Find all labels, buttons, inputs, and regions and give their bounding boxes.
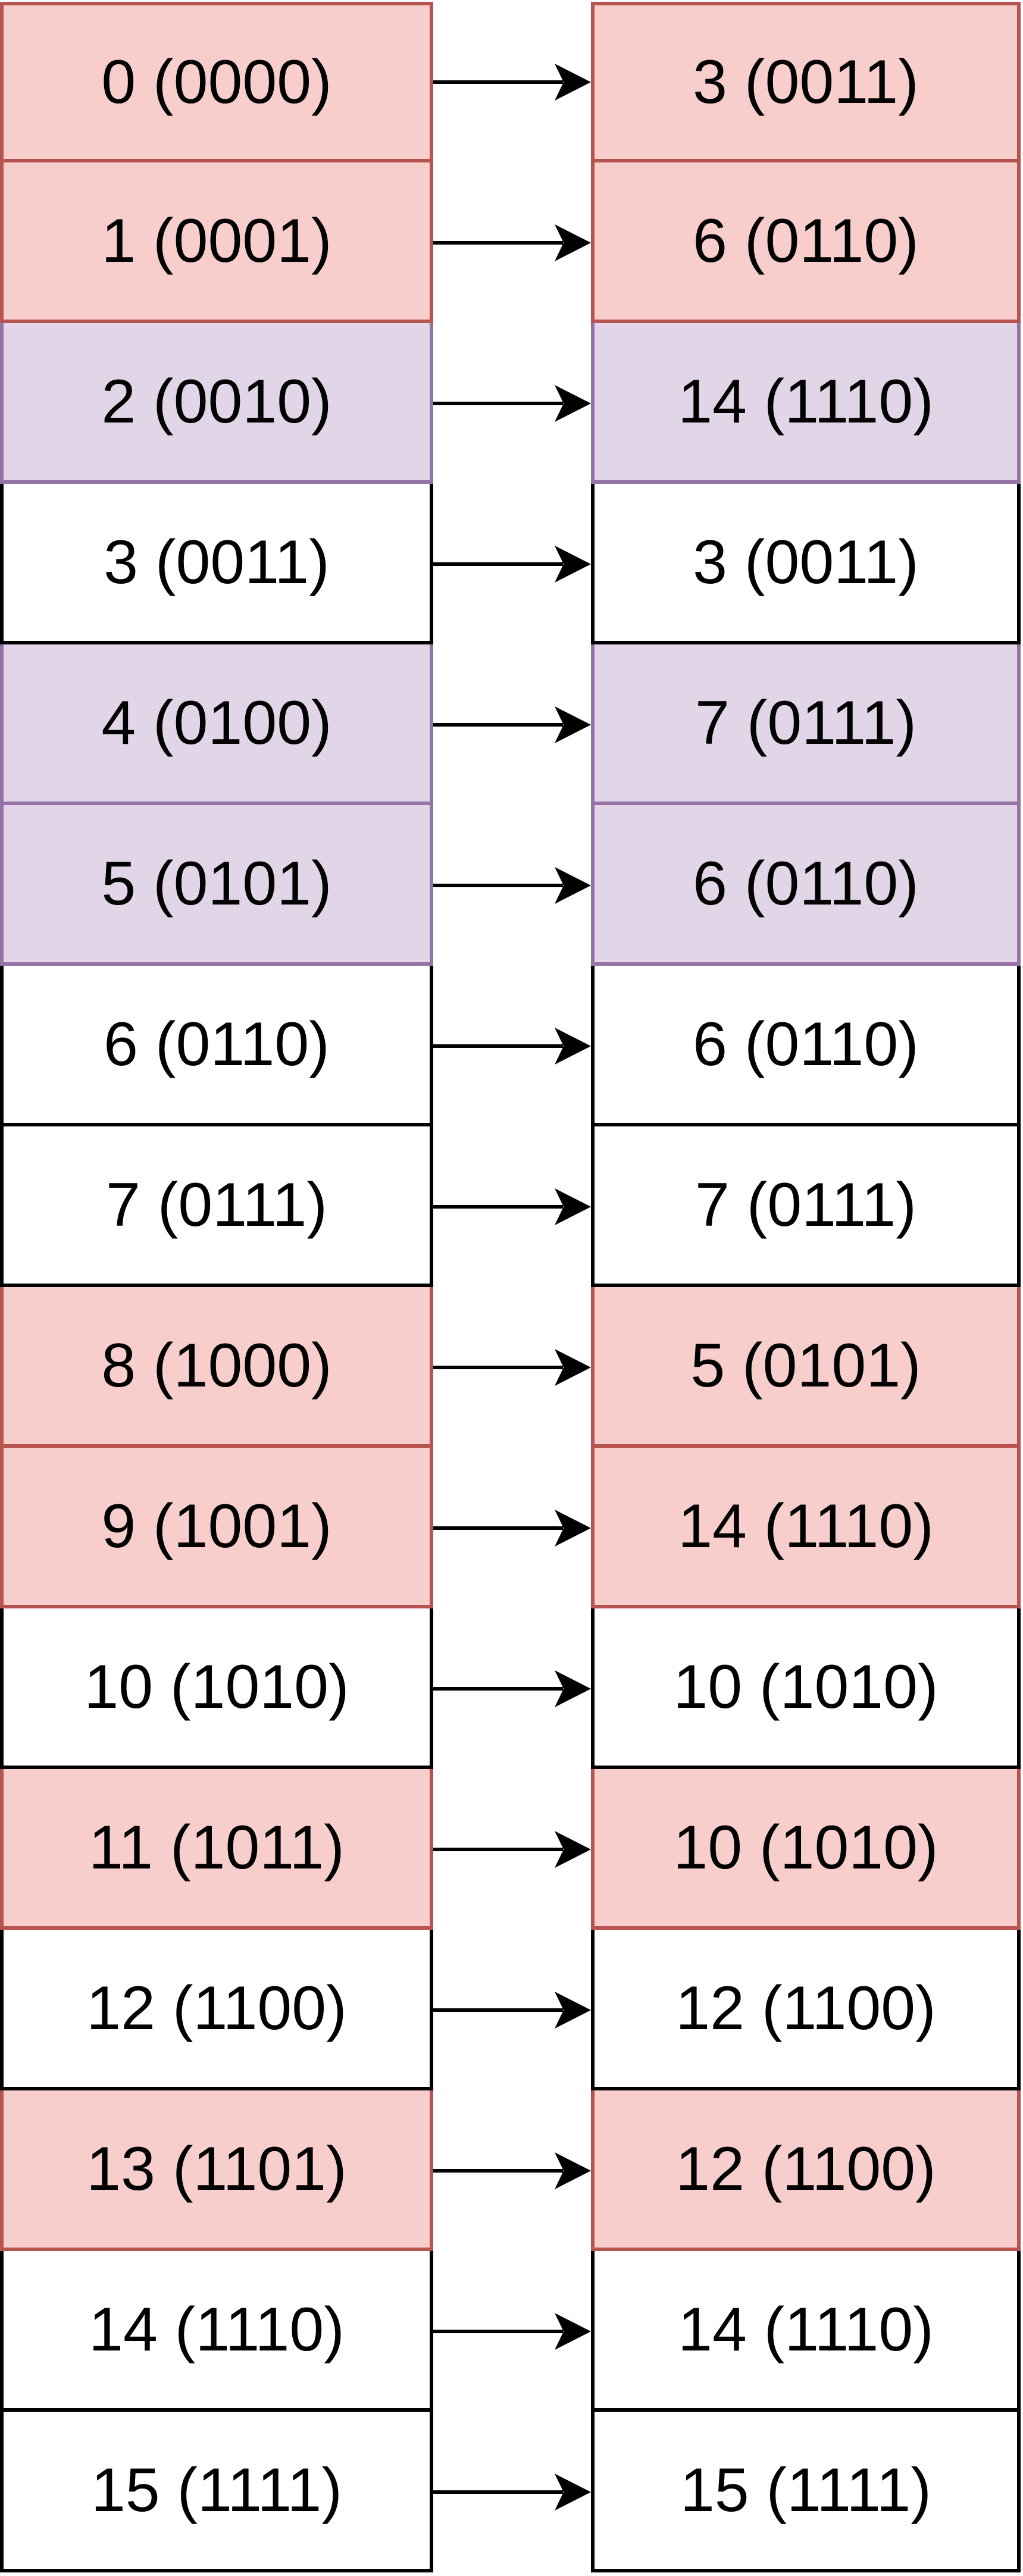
- mapping-row: 13 (1101) 12 (1100): [0, 2090, 1023, 2251]
- input-value-box: 13 (1101): [0, 2090, 433, 2251]
- input-value-box: 1 (0001): [0, 162, 433, 323]
- mapping-row: 7 (0111) 7 (0111): [0, 1126, 1023, 1287]
- output-value-box: 5 (0101): [591, 1287, 1021, 1448]
- arrow-right-icon: [433, 966, 591, 1126]
- mapping-row: 9 (1001) 14 (1110): [0, 1448, 1023, 1608]
- arrow-right-icon: [433, 2, 591, 162]
- mapping-row: 10 (1010) 10 (1010): [0, 1608, 1023, 1769]
- input-value-box: 11 (1011): [0, 1769, 433, 1930]
- mapping-row: 12 (1100) 12 (1100): [0, 1930, 1023, 2090]
- arrow-right-icon: [433, 162, 591, 323]
- output-value-box: 15 (1111): [591, 2412, 1021, 2572]
- input-value-box: 12 (1100): [0, 1930, 433, 2090]
- arrow-right-icon: [433, 1608, 591, 1769]
- arrow-right-icon: [433, 2090, 591, 2251]
- arrow-right-icon: [433, 323, 591, 484]
- arrow-right-icon: [433, 1448, 591, 1608]
- input-value-box: 5 (0101): [0, 805, 433, 966]
- arrow-right-icon: [433, 1287, 591, 1448]
- mapping-row: 11 (1011) 10 (1010): [0, 1769, 1023, 1930]
- input-value-box: 10 (1010): [0, 1608, 433, 1769]
- arrow-right-icon: [433, 484, 591, 644]
- arrow-right-icon: [433, 644, 591, 805]
- mapping-row: 4 (0100) 7 (0111): [0, 644, 1023, 805]
- input-value-box: 4 (0100): [0, 644, 433, 805]
- mapping-row: 15 (1111) 15 (1111): [0, 2412, 1023, 2572]
- input-value-box: 8 (1000): [0, 1287, 433, 1448]
- input-value-box: 9 (1001): [0, 1448, 433, 1608]
- arrow-right-icon: [433, 2412, 591, 2572]
- input-value-box: 2 (0010): [0, 323, 433, 484]
- mapping-row: 14 (1110) 14 (1110): [0, 2251, 1023, 2412]
- arrow-right-icon: [433, 805, 591, 966]
- input-value-box: 15 (1111): [0, 2412, 433, 2572]
- mapping-row: 1 (0001) 6 (0110): [0, 162, 1023, 323]
- input-value-box: 6 (0110): [0, 966, 433, 1126]
- output-value-box: 3 (0011): [591, 484, 1021, 644]
- input-value-box: 0 (0000): [0, 2, 433, 162]
- mapping-row: 0 (0000) 3 (0011): [0, 2, 1023, 162]
- input-value-box: 14 (1110): [0, 2251, 433, 2412]
- arrow-right-icon: [433, 1126, 591, 1287]
- input-value-box: 3 (0011): [0, 484, 433, 644]
- output-value-box: 7 (0111): [591, 1126, 1021, 1287]
- arrow-right-icon: [433, 1930, 591, 2090]
- output-value-box: 6 (0110): [591, 162, 1021, 323]
- arrow-right-icon: [433, 1769, 591, 1930]
- output-value-box: 10 (1010): [591, 1769, 1021, 1930]
- output-value-box: 12 (1100): [591, 2090, 1021, 2251]
- output-value-box: 7 (0111): [591, 644, 1021, 805]
- mapping-row: 2 (0010) 14 (1110): [0, 323, 1023, 484]
- output-value-box: 3 (0011): [591, 2, 1021, 162]
- output-value-box: 10 (1010): [591, 1608, 1021, 1769]
- output-value-box: 14 (1110): [591, 323, 1021, 484]
- output-value-box: 6 (0110): [591, 966, 1021, 1126]
- mapping-row: 5 (0101) 6 (0110): [0, 805, 1023, 966]
- input-value-box: 7 (0111): [0, 1126, 433, 1287]
- arrow-right-icon: [433, 2251, 591, 2412]
- output-value-box: 14 (1110): [591, 2251, 1021, 2412]
- mapping-row: 6 (0110) 6 (0110): [0, 966, 1023, 1126]
- output-value-box: 6 (0110): [591, 805, 1021, 966]
- mapping-row: 3 (0011) 3 (0011): [0, 484, 1023, 644]
- output-value-box: 12 (1100): [591, 1930, 1021, 2090]
- output-value-box: 14 (1110): [591, 1448, 1021, 1608]
- mapping-row: 8 (1000) 5 (0101): [0, 1287, 1023, 1448]
